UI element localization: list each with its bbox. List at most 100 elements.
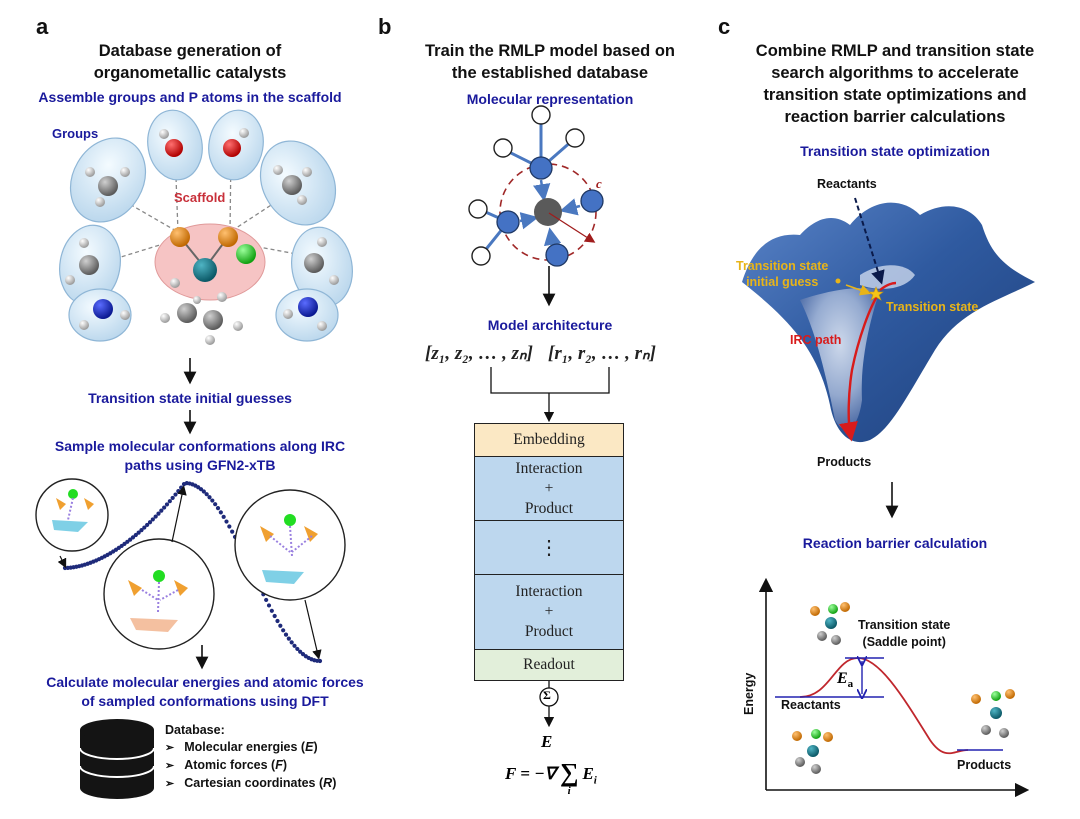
panel-a-title-line2: organometallic catalysts xyxy=(93,64,287,82)
energy-output: E xyxy=(541,732,553,751)
irc-sample-point xyxy=(278,623,283,628)
panel-a-title-line1: Database generation of xyxy=(98,42,282,60)
reactant-molecule-glyph xyxy=(792,729,833,774)
irc-sample-point xyxy=(292,643,297,648)
database-item: Cartesian coordinates (R) xyxy=(165,775,336,793)
irc-sample-point xyxy=(266,603,272,608)
irc-sample-point xyxy=(286,636,291,641)
irc-sample-point xyxy=(215,506,221,511)
ts-star-icon xyxy=(868,286,884,301)
irc-sample-point xyxy=(153,514,158,519)
conformation-circles xyxy=(35,478,346,650)
products-label: Products xyxy=(817,455,872,469)
step-calculate-line2: of sampled conformations using DFT xyxy=(81,693,329,709)
panel-b-title-line1: Train the RMLP model based on xyxy=(425,42,675,60)
panel-b-title: Train the RMLP model based on the establ… xyxy=(390,40,710,84)
database-item: Atomic forces (F) xyxy=(165,757,336,775)
irc-sample-point xyxy=(269,608,274,613)
database-heading: Database: xyxy=(165,723,225,737)
irc-sample-point xyxy=(145,522,150,528)
irc-sample-point xyxy=(125,539,130,544)
h-atoms xyxy=(468,105,585,266)
irc-sample-point xyxy=(264,597,269,603)
block-readout: Readout xyxy=(474,649,624,681)
irc-sample-point xyxy=(133,532,138,538)
irc-path-label: IRC path xyxy=(790,333,842,347)
irc-sample-point xyxy=(283,632,289,637)
ts-guess-arrow xyxy=(845,284,872,296)
input-positions: [r₁, r₂, … , rₙ] xyxy=(548,343,656,364)
conformation-circle-reactant xyxy=(35,478,109,552)
irc-sample-point xyxy=(139,528,144,533)
product-molecule-glyph xyxy=(971,689,1015,738)
irc-sample-point xyxy=(164,502,170,507)
irc-path-top xyxy=(879,281,897,291)
arrow-reactant-pointer xyxy=(57,555,67,569)
subtitle-reaction-barrier: Reaction barrier calculation xyxy=(802,535,988,551)
irc-sample-point xyxy=(173,492,178,497)
panel-c-title-line4: reaction barrier calculations xyxy=(784,108,1006,126)
conformation-circle-product xyxy=(234,489,346,601)
neighbor-bonds xyxy=(480,118,574,254)
block-ellipsis: ⋮ xyxy=(474,520,624,575)
database-info: Database: Molecular energies (E) Atomic … xyxy=(165,722,336,793)
irc-sample-point xyxy=(201,489,206,494)
scaffold-label: Scaffold xyxy=(174,190,226,205)
irc-sample-point xyxy=(289,640,294,645)
irc-sample-point xyxy=(295,646,300,652)
panel-c-title-line2: search algorithms to accelerate xyxy=(771,64,1019,82)
irc-sample-point xyxy=(130,535,136,540)
irc-sample-point xyxy=(221,514,226,519)
step-calculate-dft: Calculate molecular energies and atomic … xyxy=(20,673,390,711)
irc-sample-point xyxy=(159,508,164,513)
block-embedding: Embedding xyxy=(474,423,624,457)
database-icon xyxy=(79,719,155,799)
step-calculate-line1: Calculate molecular energies and atomic … xyxy=(46,674,364,690)
irc-sample-point xyxy=(198,487,204,492)
irc-sample-point xyxy=(207,495,212,500)
irc-sample-point xyxy=(167,499,172,504)
arrow-ts-pointer xyxy=(171,485,187,543)
step-sample-line1: Sample molecular conformations along IRC xyxy=(54,438,346,454)
irc-sample-point xyxy=(213,502,218,507)
subtitle-ts-optimization: Transition state optimization xyxy=(800,143,990,159)
irc-sample-point xyxy=(128,537,133,542)
atoms xyxy=(65,128,339,345)
ts-initial-guess-label: Transition state initial guess xyxy=(736,259,829,289)
irc-sample-point xyxy=(179,485,184,490)
irc-path-dots xyxy=(62,480,323,664)
step-sample-line2: paths using GFN2-xTB xyxy=(124,457,276,473)
panel-c-title: Combine RMLP and transition state search… xyxy=(725,40,1065,128)
irc-sample-point xyxy=(176,489,181,494)
irc-sample-point xyxy=(218,510,223,515)
irc-sample-point xyxy=(204,492,209,497)
irc-sample-point xyxy=(227,524,232,529)
irc-sample-point xyxy=(272,613,277,619)
irc-sample-point xyxy=(210,498,215,503)
groups-label: Groups xyxy=(52,126,99,141)
irc-sample-point xyxy=(162,505,167,510)
panel-a-letter: a xyxy=(36,14,49,39)
ts-guess-dot xyxy=(835,278,841,284)
energy-axis-label: Energy xyxy=(742,672,756,715)
reactants-label: Reactants xyxy=(817,177,877,191)
ts-molecule-glyph xyxy=(810,602,850,645)
irc-path-curve xyxy=(838,291,881,442)
irc-sample-point xyxy=(317,658,323,664)
reactant-basin xyxy=(860,265,915,289)
database-item: Molecular energies (E) xyxy=(165,739,336,757)
energy-well xyxy=(800,288,880,430)
block-interaction-1: Interaction+Product xyxy=(474,456,624,521)
block-interaction-n: Interaction+Product xyxy=(474,574,624,650)
force-equation: F = −∇ ∑ i Ei xyxy=(505,758,597,797)
subtitle-model-architecture: Model architecture xyxy=(487,317,613,333)
message-arrows xyxy=(519,179,581,248)
ed-reactants-label: Reactants xyxy=(781,698,841,712)
step-ts-guesses: Transition state initial guesses xyxy=(88,390,292,406)
input-atomic-numbers: [z₁, z₂, … , zₙ] xyxy=(425,343,533,364)
irc-sample-point xyxy=(147,520,153,525)
irc-sample-point xyxy=(275,618,280,624)
step-assemble: Assemble groups and P atoms in the scaff… xyxy=(38,89,342,105)
irc-sample-point xyxy=(136,530,141,535)
subtitle-molecular-representation: Molecular representation xyxy=(466,91,634,107)
